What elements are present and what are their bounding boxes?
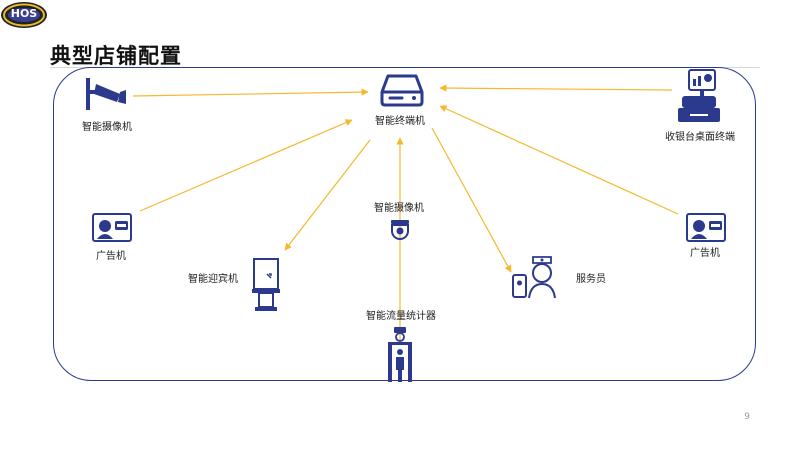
store-frame bbox=[53, 67, 756, 381]
page-number: 9 bbox=[744, 412, 750, 422]
pos-label: 收银台桌面终端 bbox=[665, 132, 735, 143]
people-counter-gate-icon bbox=[388, 327, 412, 382]
camera-top-label: 智能摄像机 bbox=[82, 122, 132, 133]
logo: HOS bbox=[0, 0, 48, 30]
ad-screen-icon bbox=[686, 213, 726, 242]
camera-center-node bbox=[388, 218, 412, 242]
greeter-kiosk-icon bbox=[252, 258, 280, 311]
arrow-ad-right-to-terminal bbox=[439, 105, 679, 215]
arrow-terminal-to-greeter bbox=[284, 139, 371, 251]
ad-left-node bbox=[92, 213, 132, 243]
staff-node bbox=[511, 255, 561, 299]
ad-left-label: 广告机 bbox=[96, 251, 126, 262]
logo-text: HOS bbox=[10, 7, 38, 20]
greeter-label: 智能迎宾机 bbox=[188, 274, 238, 285]
camera-top-node bbox=[84, 74, 128, 114]
pos-node bbox=[676, 68, 722, 124]
server-terminal-icon bbox=[380, 74, 424, 107]
arrow-camera-to-terminal bbox=[132, 88, 369, 97]
greeter-node bbox=[251, 258, 281, 312]
ad-right-label: 广告机 bbox=[690, 248, 720, 259]
page-title: 典型店铺配置 bbox=[50, 44, 182, 68]
camera-center-label: 智能摄像机 bbox=[374, 203, 424, 214]
staff-tablet-icon bbox=[512, 256, 556, 299]
terminal-label: 智能终端机 bbox=[375, 116, 425, 127]
ad-right-node bbox=[686, 213, 726, 243]
cctv-camera-icon bbox=[86, 78, 126, 110]
arrow-terminal-to-staff bbox=[431, 127, 512, 273]
terminal-node bbox=[380, 72, 424, 108]
counter-label: 智能流量统计器 bbox=[366, 311, 436, 322]
pos-register-icon bbox=[678, 69, 720, 122]
counter-node bbox=[386, 326, 414, 382]
ad-screen-icon bbox=[92, 213, 132, 242]
arrow-pos-to-terminal bbox=[439, 84, 673, 92]
arrow-ad-left-to-terminal bbox=[139, 119, 353, 212]
dome-camera-icon bbox=[391, 220, 409, 240]
staff-label: 服务员 bbox=[576, 274, 606, 285]
